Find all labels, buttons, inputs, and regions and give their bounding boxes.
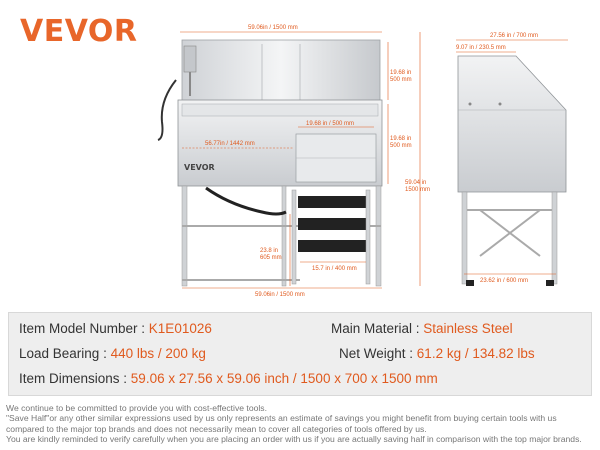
disclaimer-line: You are kindly reminded to verify carefu…	[6, 434, 582, 445]
spec-load-value: 440 lbs / 200 kg	[110, 346, 206, 361]
spec-dimensions-value: 59.06 x 27.56 x 59.06 inch / 1500 x 700 …	[130, 371, 438, 386]
disclaimer: We continue to be committed to provide y…	[6, 403, 596, 445]
spec-model-label: Item Model Number :	[19, 321, 149, 336]
disclaimer-line: "Save Half"or any other similar expressi…	[6, 413, 557, 424]
faucet-icon	[183, 45, 197, 73]
spec-panel: Item Model Number : K1E01026 Main Materi…	[8, 312, 592, 396]
spec-weight: Net Weight : 61.2 kg / 134.82 lbs	[339, 346, 535, 361]
disclaimer-line: compared to the major top brands and doe…	[6, 423, 427, 434]
spec-model-value: K1E01026	[148, 321, 212, 336]
tub-front-view: VEVOR	[157, 39, 383, 287]
front-dimension-lines	[180, 31, 421, 289]
dim-side-top: 9.07 in / 230.5 mm	[456, 45, 506, 51]
spec-model: Item Model Number : K1E01026	[19, 321, 212, 336]
spec-dimensions-label: Item Dimensions :	[19, 371, 131, 386]
dim-side-bottom: 23.62 in / 600 mm	[480, 278, 528, 284]
tub-side-view	[457, 55, 567, 286]
spec-dimensions: Item Dimensions : 59.06 x 27.56 x 59.06 …	[19, 371, 438, 386]
spec-weight-value: 61.2 kg / 134.82 lbs	[416, 346, 535, 361]
dim-side-depth: 27.56 in / 700 mm	[490, 33, 538, 39]
side-dimension-lines	[456, 39, 568, 275]
ramp-steps	[291, 189, 371, 285]
dim-bottom-width: 59.06in / 1500 mm	[255, 292, 305, 298]
dim-inner-width: 56.77in / 1442 mm	[205, 141, 255, 147]
spec-material-value: Stainless Steel	[423, 321, 513, 336]
tub-brand-label: VEVOR	[184, 163, 215, 172]
spec-load-label: Load Bearing :	[19, 346, 111, 361]
dim-step-width: 15.7 in / 400 mm	[312, 266, 357, 272]
vevor-logo: VEVOR	[20, 14, 138, 49]
drain-hose-icon	[205, 186, 287, 216]
hose-icon	[157, 79, 177, 141]
spec-weight-label: Net Weight :	[339, 346, 417, 361]
spec-load: Load Bearing : 440 lbs / 200 kg	[19, 346, 206, 361]
spec-material-label: Main Material :	[331, 321, 424, 336]
dim-top-width: 59.06in / 1500 mm	[248, 25, 298, 31]
product-diagram: VEVOR 59.06in / 1500 mm 56.77in / 1442 m…	[157, 25, 568, 298]
dim-door-width: 19.68 in / 500 mm	[306, 121, 354, 127]
disclaimer-line: We continue to be committed to provide y…	[6, 403, 267, 413]
spec-material: Main Material : Stainless Steel	[331, 321, 513, 336]
